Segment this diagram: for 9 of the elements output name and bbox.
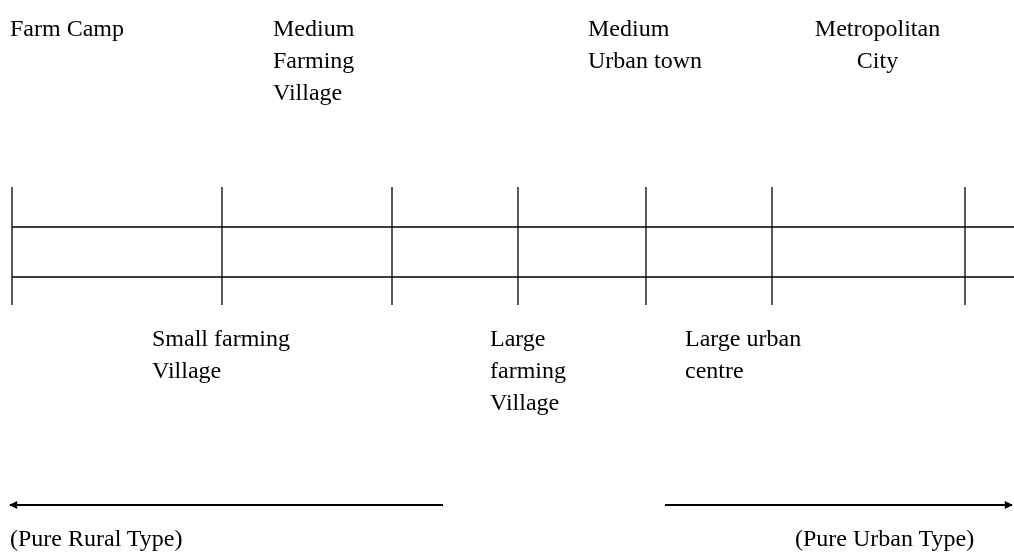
settlement-label: Small farming Village xyxy=(152,324,291,385)
settlement-label: Farm Camp xyxy=(10,14,125,43)
settlement-label: Large urban centre xyxy=(685,324,803,385)
settlement-label: Medium Urban town xyxy=(588,14,703,75)
settlement-label: Medium Farming Village xyxy=(273,14,356,107)
urban-type-label: (Pure Urban Type) xyxy=(795,524,976,553)
settlement-label: Large farming Village xyxy=(490,324,567,417)
settlement-label: Metropolitan City xyxy=(813,14,942,75)
rural-type-label: (Pure Rural Type) xyxy=(10,524,184,553)
